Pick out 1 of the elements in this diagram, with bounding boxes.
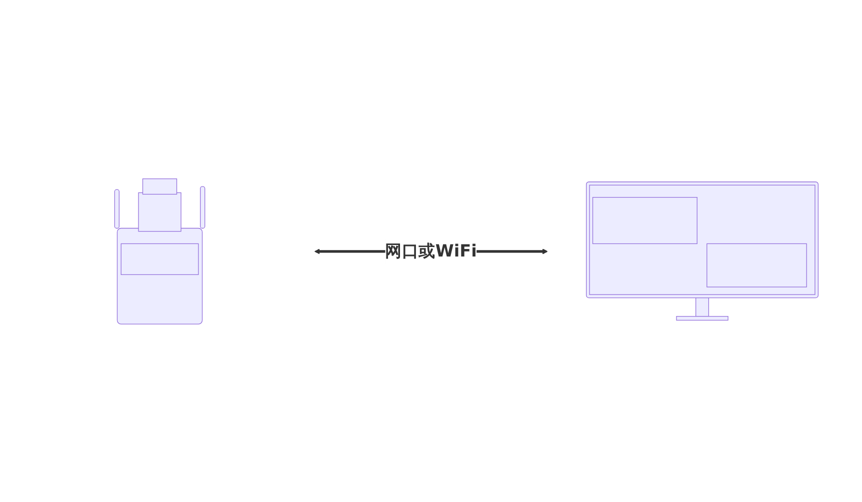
edge-label: 网口或WiFi <box>385 241 477 260</box>
